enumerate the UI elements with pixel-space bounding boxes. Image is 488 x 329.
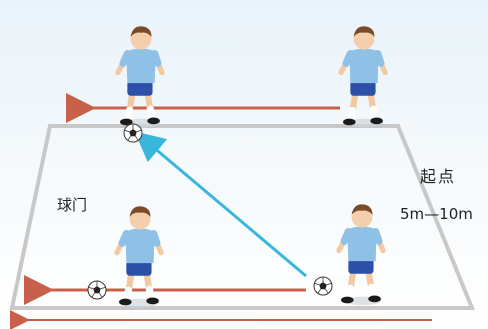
player-bottom-right bbox=[339, 204, 383, 305]
ball-bottom-right bbox=[313, 276, 333, 296]
ball-bottom-left bbox=[87, 280, 107, 300]
goal-label: 球门 bbox=[57, 196, 88, 214]
player-top-right bbox=[341, 26, 385, 127]
player-bottom-left bbox=[117, 206, 161, 307]
pass-arrow bbox=[134, 131, 307, 278]
ball-top bbox=[123, 123, 143, 143]
distance-label: 5m—10m bbox=[400, 205, 473, 223]
start-label: 起点 bbox=[420, 167, 457, 186]
player-top-left bbox=[118, 26, 162, 127]
field-outline bbox=[9, 124, 475, 310]
